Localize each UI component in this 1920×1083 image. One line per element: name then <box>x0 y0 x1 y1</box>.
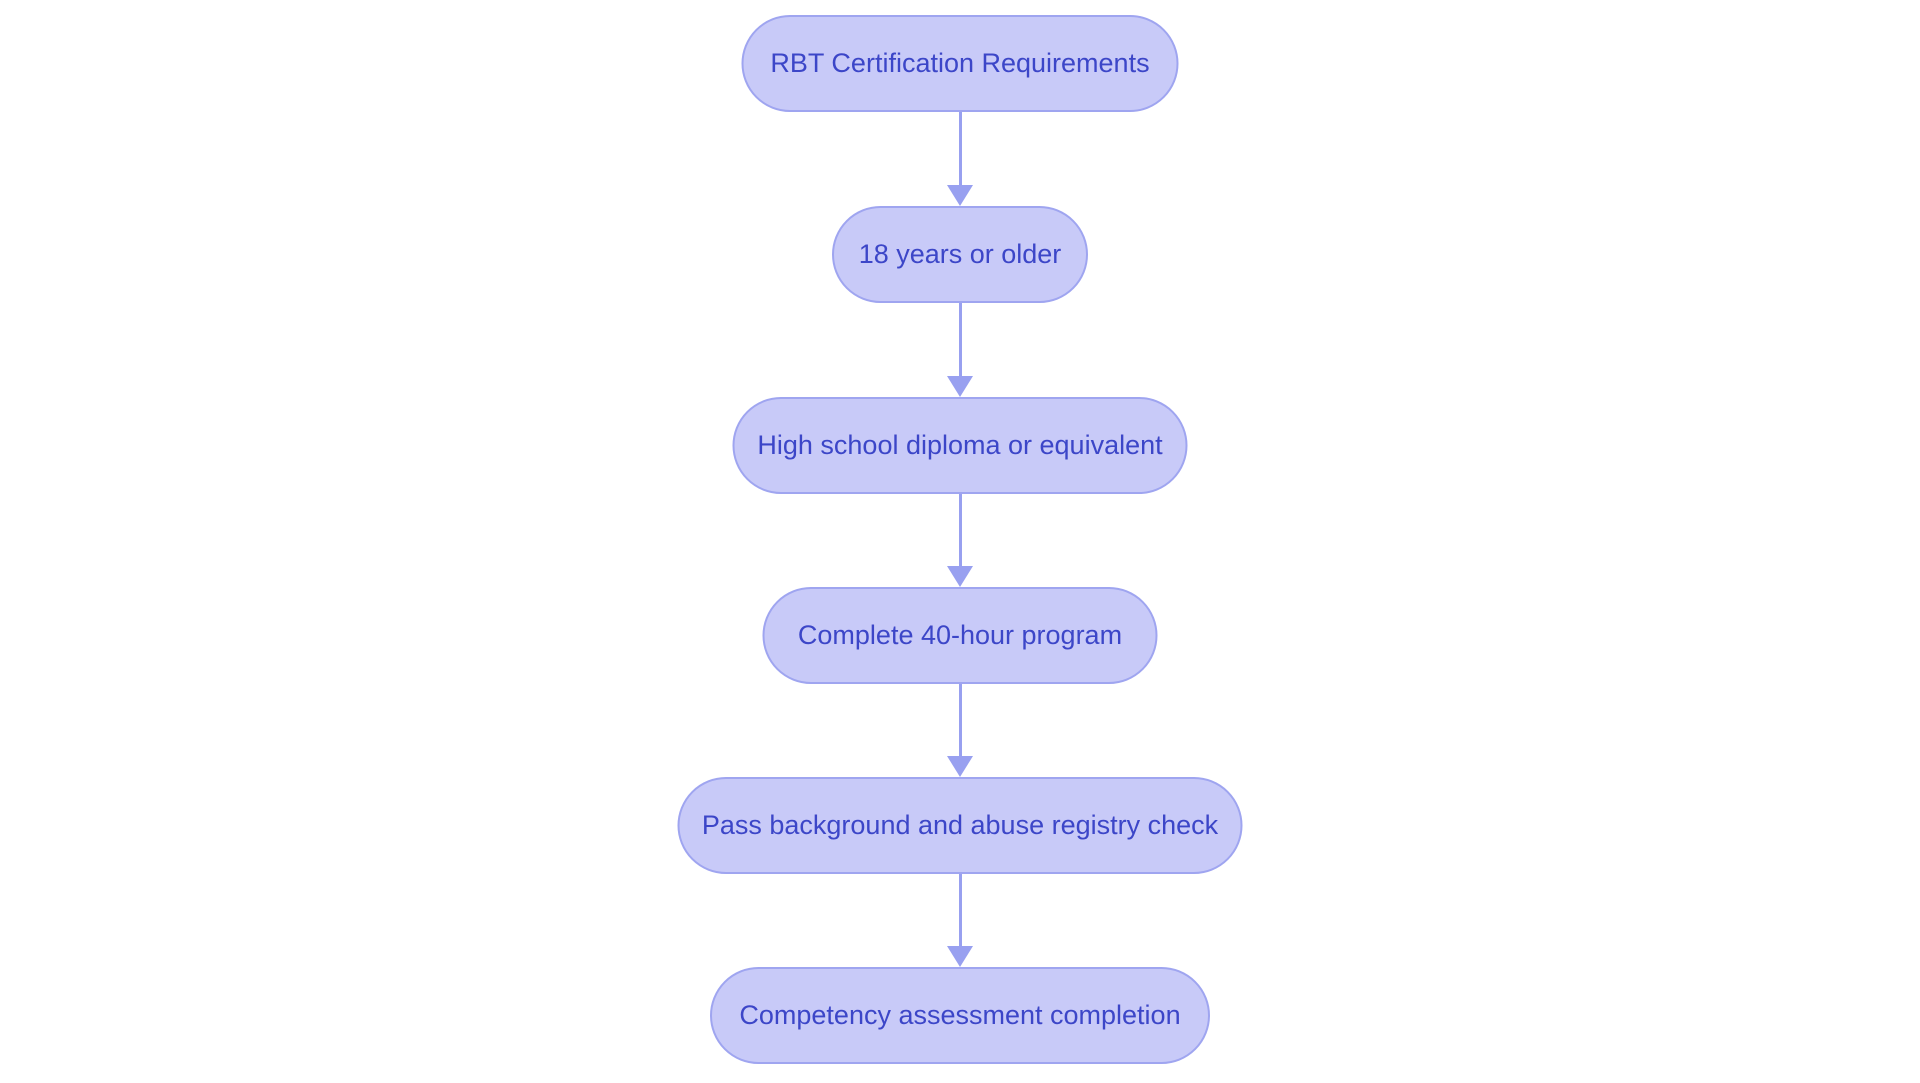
arrowhead-icon <box>947 756 973 777</box>
flow-arrow-down-icon <box>947 494 973 587</box>
flowchart-node-age: 18 years or older <box>832 206 1088 303</box>
flowchart-node-start: RBT Certification Requirements <box>741 15 1179 112</box>
node-label: 18 years or older <box>858 239 1062 269</box>
flow-arrow-down-icon <box>947 874 973 967</box>
flow-arrow-down-icon <box>947 684 973 777</box>
flow-arrow-down-icon <box>947 303 973 397</box>
arrowhead-icon <box>947 946 973 967</box>
arrowhead-icon <box>947 566 973 587</box>
arrow-line <box>958 112 962 185</box>
arrow-line <box>958 874 962 946</box>
node-label: Competency assessment completion <box>739 1000 1181 1030</box>
node-label: Pass background and abuse registry check <box>701 810 1219 840</box>
arrow-line <box>958 684 962 756</box>
flowchart-node-diploma: High school diploma or equivalent <box>732 397 1188 494</box>
arrow-line <box>958 494 962 566</box>
flowchart-node-background-check: Pass background and abuse registry check <box>677 777 1243 874</box>
node-label: RBT Certification Requirements <box>770 48 1150 78</box>
flowchart-node-competency: Competency assessment completion <box>710 967 1210 1064</box>
arrowhead-icon <box>947 376 973 397</box>
node-label: High school diploma or equivalent <box>757 430 1163 460</box>
node-label: Complete 40-hour program <box>797 620 1123 650</box>
flowchart-node-program: Complete 40-hour program <box>762 587 1158 684</box>
arrowhead-icon <box>947 185 973 206</box>
flow-arrow-down-icon <box>947 112 973 206</box>
arrow-line <box>958 303 962 376</box>
